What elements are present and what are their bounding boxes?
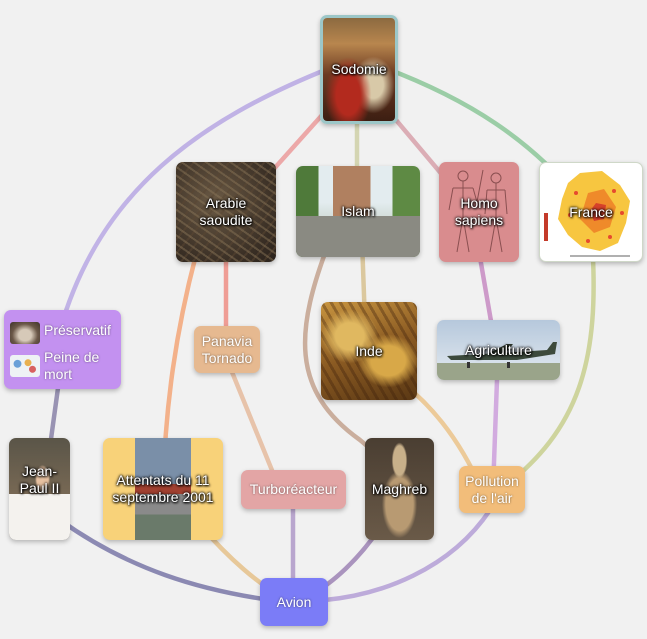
node-label: Jean-Paul II (19, 463, 60, 496)
item-label: Préservatif (44, 322, 111, 338)
sodomie-image (323, 18, 395, 121)
node-label: Avion (276, 593, 312, 610)
node-label: Panavia Tornado (201, 332, 253, 366)
node-label: Sodomie (331, 61, 387, 77)
attentats-collage-image (135, 438, 191, 540)
node-label: France (569, 203, 613, 220)
node-sodomie[interactable]: Sodomie (320, 15, 398, 124)
france-map-image (544, 171, 630, 257)
node-label: Turboréacteur (249, 481, 338, 497)
node-label: Islam (341, 203, 375, 219)
inde-image (321, 302, 417, 400)
node-islam[interactable]: Islam (296, 166, 420, 257)
group-item-peine-de-mort[interactable]: Peine de mort (10, 349, 114, 383)
node-turboreacteur[interactable]: Turboréacteur (241, 470, 346, 509)
node-maghreb[interactable]: Maghreb (365, 438, 434, 540)
homo-figures-image (448, 169, 508, 253)
edge-sodomie-preservatif (57, 65, 333, 333)
jean-paul-image (9, 438, 70, 540)
aircraft-image (447, 342, 557, 368)
item-label: Peine de mort (44, 349, 100, 382)
node-label: Homo sapiens (454, 195, 504, 228)
node-label: Maghreb (371, 480, 428, 497)
node-label: Attentats du 11 septembre 2001 (112, 472, 214, 505)
node-homo-sapiens[interactable]: Homo sapiens (439, 162, 519, 262)
node-pollution-de-lair[interactable]: Pollution de l'air (459, 466, 525, 513)
edge-france-pollution (497, 237, 596, 493)
node-arabie-saoudite[interactable]: Arabie saoudite (176, 162, 276, 262)
node-avion[interactable]: Avion (260, 578, 328, 626)
peine-map-thumbnail (10, 355, 40, 377)
node-agriculture[interactable]: Agriculture (437, 320, 560, 380)
node-panavia-tornado[interactable]: Panavia Tornado (194, 326, 260, 373)
node-attentats-11-septembre[interactable]: Attentats du 11 septembre 2001 (103, 438, 223, 540)
node-label: Pollution de l'air (465, 472, 519, 506)
node-inde[interactable]: Inde (321, 302, 417, 400)
islam-image (296, 166, 420, 257)
node-jean-paul-ii[interactable]: Jean-Paul II (9, 438, 70, 540)
node-label: Agriculture (465, 341, 532, 358)
group-item-preservatif[interactable]: Préservatif (10, 322, 111, 344)
edge-jeanpaul-avion (57, 517, 273, 603)
node-france[interactable]: France (539, 162, 643, 262)
arabie-image (176, 162, 276, 262)
maghreb-statue-image (365, 438, 434, 540)
group-preservatif-peine[interactable]: Préservatif Peine de mort (4, 310, 121, 389)
node-label: Inde (355, 342, 383, 359)
preservatif-thumbnail (10, 322, 40, 344)
node-label: Arabie saoudite (199, 195, 253, 228)
edge-pollution-avion (322, 507, 493, 603)
